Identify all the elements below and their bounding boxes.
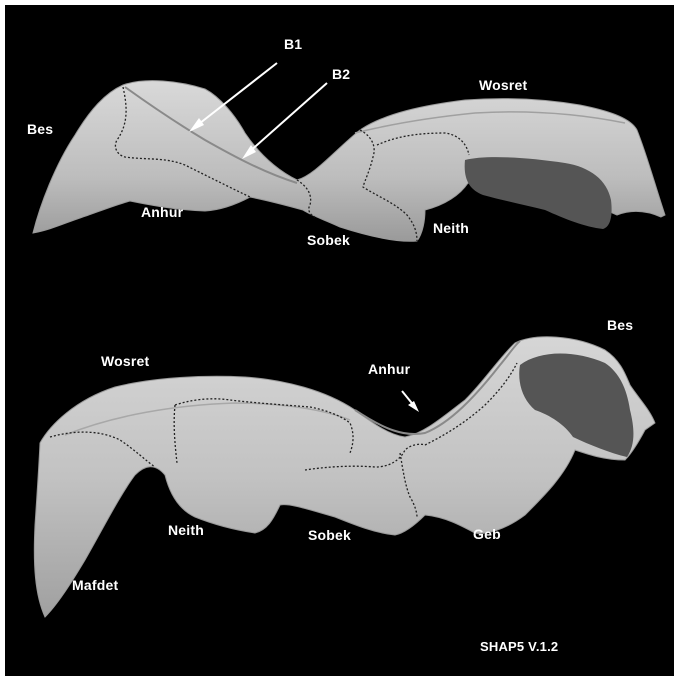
label-bottom-neith: Neith [168,522,204,538]
label-top-anhur: Anhur [141,204,183,220]
top-shape-view [33,81,665,242]
shape-render [5,5,674,676]
arrow-anhur [402,391,419,412]
label-bottom-sobek: Sobek [308,527,351,543]
label-bottom-mafdet: Mafdet [72,577,118,593]
label-top-sobek: Sobek [307,232,350,248]
label-bottom-wosret: Wosret [101,353,149,369]
image-frame: Bes B1 B2 Wosret Anhur Sobek Neith Bes W… [5,5,674,676]
arrow-b2 [242,83,327,159]
label-b2: B2 [332,66,350,82]
label-top-wosret: Wosret [479,77,527,93]
label-b1: B1 [284,36,302,52]
label-bottom-bes: Bes [607,317,633,333]
label-bottom-geb: Geb [473,526,501,542]
label-bottom-anhur: Anhur [368,361,410,377]
label-top-neith: Neith [433,220,469,236]
version-label: SHAP5 V.1.2 [480,639,558,654]
bottom-shape-view [34,337,655,617]
label-top-bes: Bes [27,121,53,137]
